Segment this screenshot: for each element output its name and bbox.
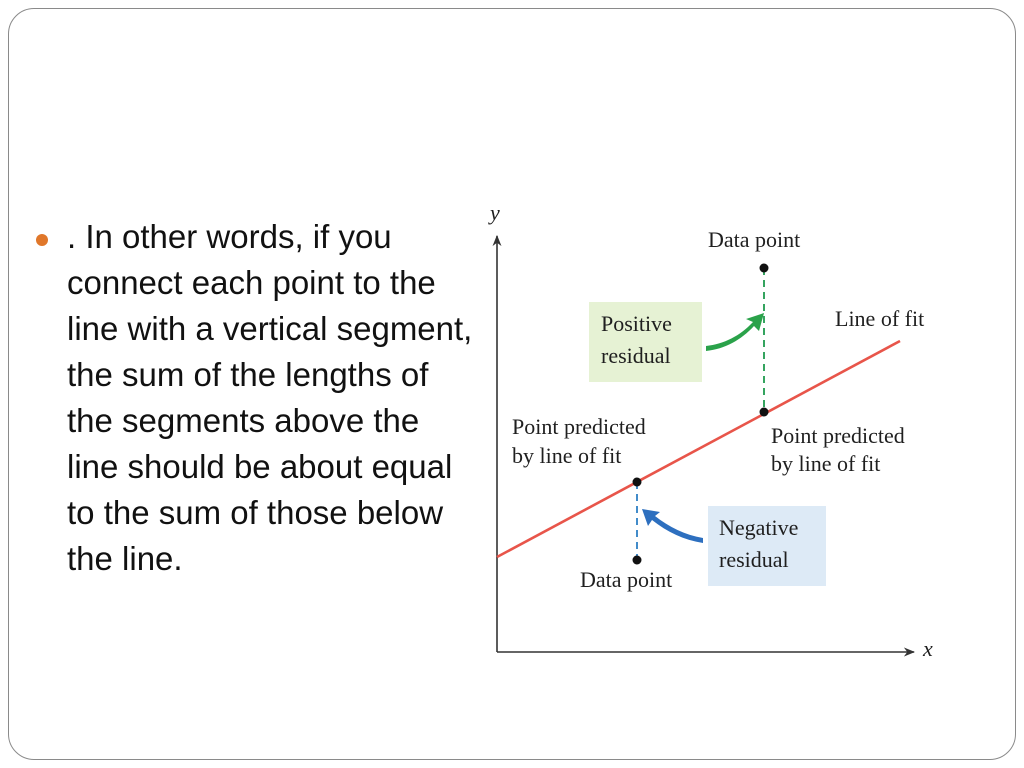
right-predicted-label-line-2: by line of fit [771,451,880,476]
bullet-dot-icon [36,234,48,246]
slide-frame [8,8,1016,760]
positive-residual-box [589,302,702,382]
bullet-text: . In other words, if you connect each po… [67,218,473,577]
right-predicted-label-line-1: Point predicted [771,423,905,448]
left-predicted-point [632,477,642,487]
positive-residual-label-line-1: Positive [601,311,672,336]
negative-residual-arrow [642,509,703,543]
negative-residual-box [708,506,826,586]
left-predicted-label-line-2: by line of fit [512,443,621,468]
top-predicted-point [759,407,769,417]
bottom-data-point [632,555,642,565]
bottom-data-point-label: Data point [580,567,672,592]
line-of-fit [496,339,901,559]
left-predicted-label-line-1: Point predicted [512,414,646,439]
line-of-fit-label: Line of fit [835,306,924,331]
x-axis-label: x [922,636,933,661]
top-data-point-label: Data point [708,227,800,252]
negative-residual-label-line-2: residual [719,547,789,572]
top-data-point [759,263,769,273]
negative-residual-label-line-1: Negative [719,515,798,540]
positive-residual-label-line-2: residual [601,343,671,368]
positive-residual-arrow [706,313,764,351]
y-axis-label: y [488,200,500,225]
